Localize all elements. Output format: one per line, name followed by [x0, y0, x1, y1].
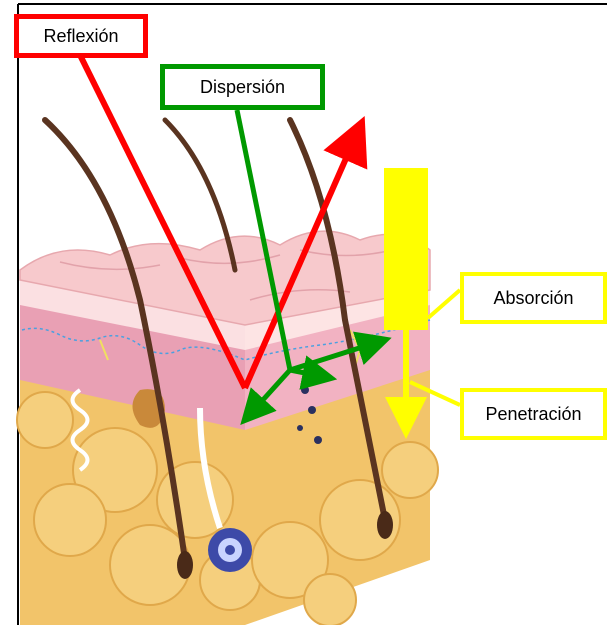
label-absorcion: Absorción	[460, 272, 607, 324]
skin-block-illustration	[17, 231, 438, 625]
label-reflexion: Reflexión	[14, 14, 148, 58]
absorcion-leader-line	[428, 290, 460, 318]
label-dispersion: Dispersión	[160, 64, 325, 110]
label-penetracion: Penetración	[460, 388, 607, 440]
absorcion-beam	[384, 168, 428, 330]
